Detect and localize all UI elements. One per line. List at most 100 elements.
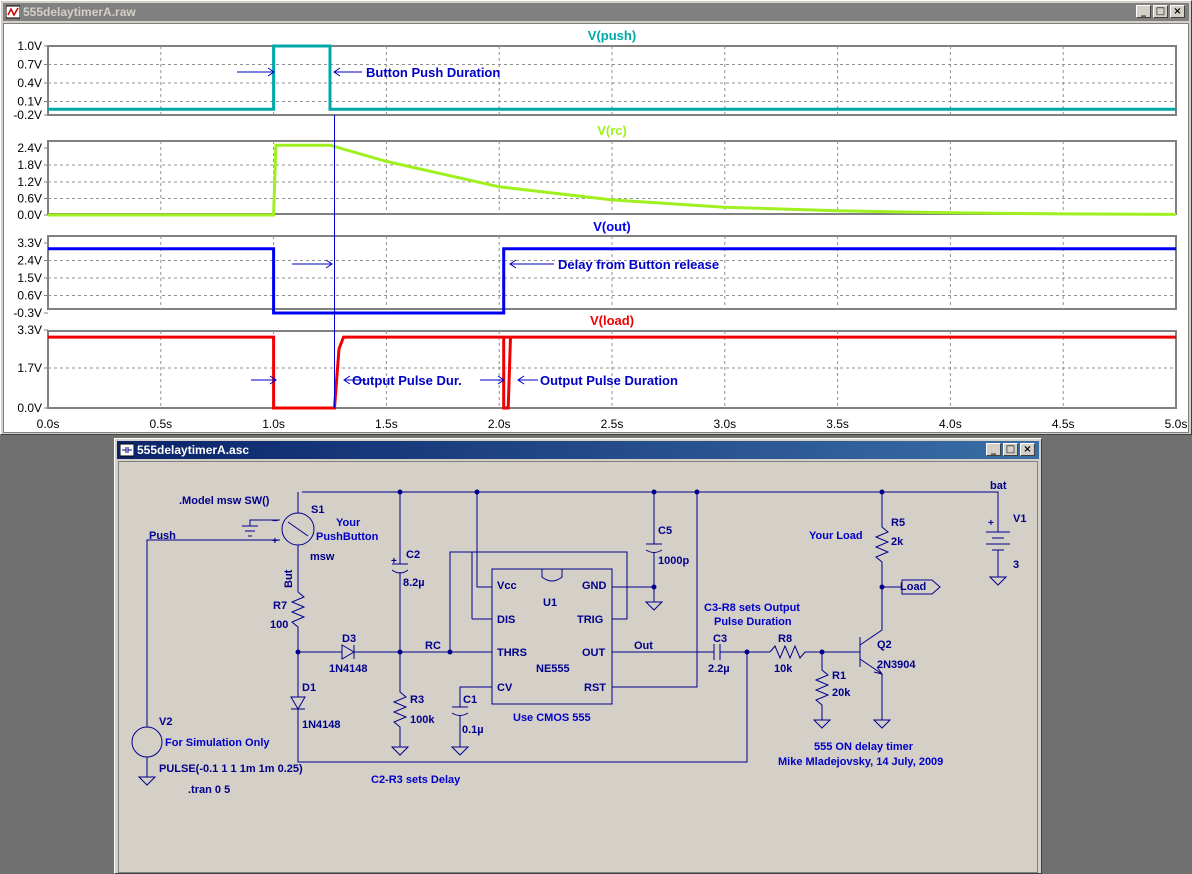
load-arrow-3-head	[497, 375, 505, 385]
y-tick-label-out: 1.5V	[17, 271, 42, 285]
schematic-window-title: 555delaytimerA.asc	[137, 443, 250, 457]
model-directive[interactable]: .Model msw SW()	[179, 495, 270, 507]
r5-label[interactable]: R5	[891, 517, 905, 529]
gnd-pin: GND	[582, 580, 607, 592]
d1-label[interactable]: D1	[302, 682, 316, 694]
c5-label[interactable]: C5	[658, 525, 672, 537]
y-tick-label-rc: 1.2V	[17, 175, 42, 189]
load-arrow-1-head	[269, 375, 277, 385]
close-button[interactable]: ×	[1020, 443, 1035, 456]
q2-label[interactable]: Q2	[877, 639, 892, 651]
c1-value[interactable]: 0.1µ	[462, 724, 484, 736]
out-arrow-head	[325, 259, 333, 269]
d3-label[interactable]: D3	[342, 633, 356, 645]
r1-label[interactable]: R1	[832, 670, 846, 682]
ne555-label[interactable]: NE555	[536, 663, 570, 675]
y-tick-label-out: 2.4V	[17, 254, 42, 268]
load-arrow-2-head	[343, 375, 351, 385]
waveform-plots[interactable]: 1.0V0.7V0.4V0.1V-0.2VV(push)2.4V1.8V1.2V…	[4, 24, 1190, 434]
credit-title: 555 ON delay timer	[814, 741, 914, 753]
trig-pin: TRIG	[577, 614, 603, 626]
x-tick-label: 2.0s	[488, 417, 511, 431]
y-tick-label-load: 0.0V	[17, 401, 42, 415]
trace-title-rc: V(rc)	[597, 123, 627, 138]
r7-label[interactable]: R7	[273, 600, 287, 612]
c2-value[interactable]: 8.2µ	[403, 577, 425, 589]
minimize-button[interactable]: _	[1136, 5, 1151, 18]
c2r3-note: C2-R3 sets Delay	[371, 774, 461, 786]
svg-text:+: +	[988, 518, 994, 529]
x-tick-label: 4.0s	[939, 417, 962, 431]
rc-net-label: RC	[425, 640, 441, 652]
c5-value[interactable]: 1000p	[658, 555, 689, 567]
y-tick-label-push: 0.7V	[17, 58, 42, 72]
r5-value[interactable]: 2k	[891, 536, 904, 548]
x-tick-label: 1.0s	[262, 417, 285, 431]
x-tick-label: 2.5s	[601, 417, 624, 431]
dis-pin: DIS	[497, 614, 515, 626]
u1-label[interactable]: U1	[543, 597, 557, 609]
c3-value[interactable]: 2.2µ	[708, 663, 730, 675]
close-button[interactable]: ×	[1170, 5, 1185, 18]
credit-author: Mike Mladejovsky, 14 July, 2009	[778, 756, 943, 768]
use-cmos-note: Use CMOS 555	[513, 712, 591, 724]
schematic-titlebar[interactable]: 555delaytimerA.asc _ □ ×	[117, 441, 1039, 459]
source-v2-symbol	[131, 726, 163, 758]
y-tick-label-push: 0.4V	[17, 76, 42, 90]
msw-label: msw	[310, 551, 335, 563]
minimize-button[interactable]: _	[986, 443, 1001, 456]
c1-label[interactable]: C1	[463, 694, 477, 706]
rst-pin: RST	[584, 682, 606, 694]
d3-value[interactable]: 1N4148	[329, 663, 368, 675]
maximize-button[interactable]: □	[1153, 5, 1168, 18]
v2-label[interactable]: V2	[159, 716, 172, 728]
push-annotation: Button Push Duration	[366, 65, 500, 80]
but-net-label: But	[283, 569, 295, 588]
svg-text:+: +	[272, 536, 278, 547]
r3-value[interactable]: 100k	[410, 714, 435, 726]
trace-line-rc	[48, 143, 1177, 217]
svg-text:+: +	[391, 556, 397, 567]
c2-label[interactable]: C2	[406, 549, 420, 561]
x-tick-label: 1.5s	[375, 417, 398, 431]
schematic-canvas[interactable]: .Model msw SW() S1 msw Push But R7 100 D…	[118, 461, 1038, 873]
thrs-pin: THRS	[497, 647, 527, 659]
trace-title-out: V(out)	[593, 219, 631, 234]
x-tick-label: 0.0s	[37, 417, 60, 431]
r1-value[interactable]: 20k	[832, 687, 851, 699]
ne555-chip	[491, 568, 613, 705]
y-tick-label-load: 3.3V	[17, 323, 42, 337]
tran-directive[interactable]: .tran 0 5	[188, 784, 230, 796]
x-tick-label: 5.0s	[1165, 417, 1188, 431]
v1-label[interactable]: V1	[1013, 513, 1026, 525]
v2-value[interactable]: PULSE(-0.1 1 1 1m 1m 0.25)	[159, 763, 303, 775]
out-annotation: Delay from Button release	[558, 257, 719, 272]
r3-label[interactable]: R3	[410, 694, 424, 706]
trace-title-load: V(load)	[590, 313, 634, 328]
c3-label[interactable]: C3	[713, 633, 727, 645]
y-tick-label-out: -0.3V	[13, 306, 42, 320]
plot-frame-push	[47, 45, 1177, 116]
x-tick-label: 3.5s	[826, 417, 849, 431]
r8-value[interactable]: 10k	[774, 663, 793, 675]
s1-label[interactable]: S1	[311, 504, 324, 516]
y-tick-label-rc: 1.8V	[17, 158, 42, 172]
r8-label[interactable]: R8	[778, 633, 792, 645]
d1-value[interactable]: 1N4148	[302, 719, 341, 731]
trace-title-push: V(push)	[588, 28, 636, 43]
y-tick-label-push: -0.2V	[13, 108, 42, 122]
waveform-app-icon	[5, 5, 21, 19]
load-annotation-2: Output Pulse Duration	[540, 373, 678, 388]
q2-value[interactable]: 2N3904	[877, 659, 916, 671]
v1-value[interactable]: 3	[1013, 559, 1019, 571]
schematic-drawing[interactable]: .Model msw SW() S1 msw Push But R7 100 D…	[119, 462, 1039, 874]
waveform-titlebar[interactable]: 555delaytimerA.raw _ □ ×	[3, 3, 1189, 21]
out-net-label: Out	[634, 640, 653, 652]
y-tick-label-push: 1.0V	[17, 39, 42, 53]
maximize-button[interactable]: □	[1003, 443, 1018, 456]
push-arrow-left-head	[267, 67, 275, 77]
r7-value[interactable]: 100	[270, 619, 288, 631]
bat-net-label: bat	[990, 480, 1007, 492]
for-sim-note: For Simulation Only	[165, 737, 270, 749]
